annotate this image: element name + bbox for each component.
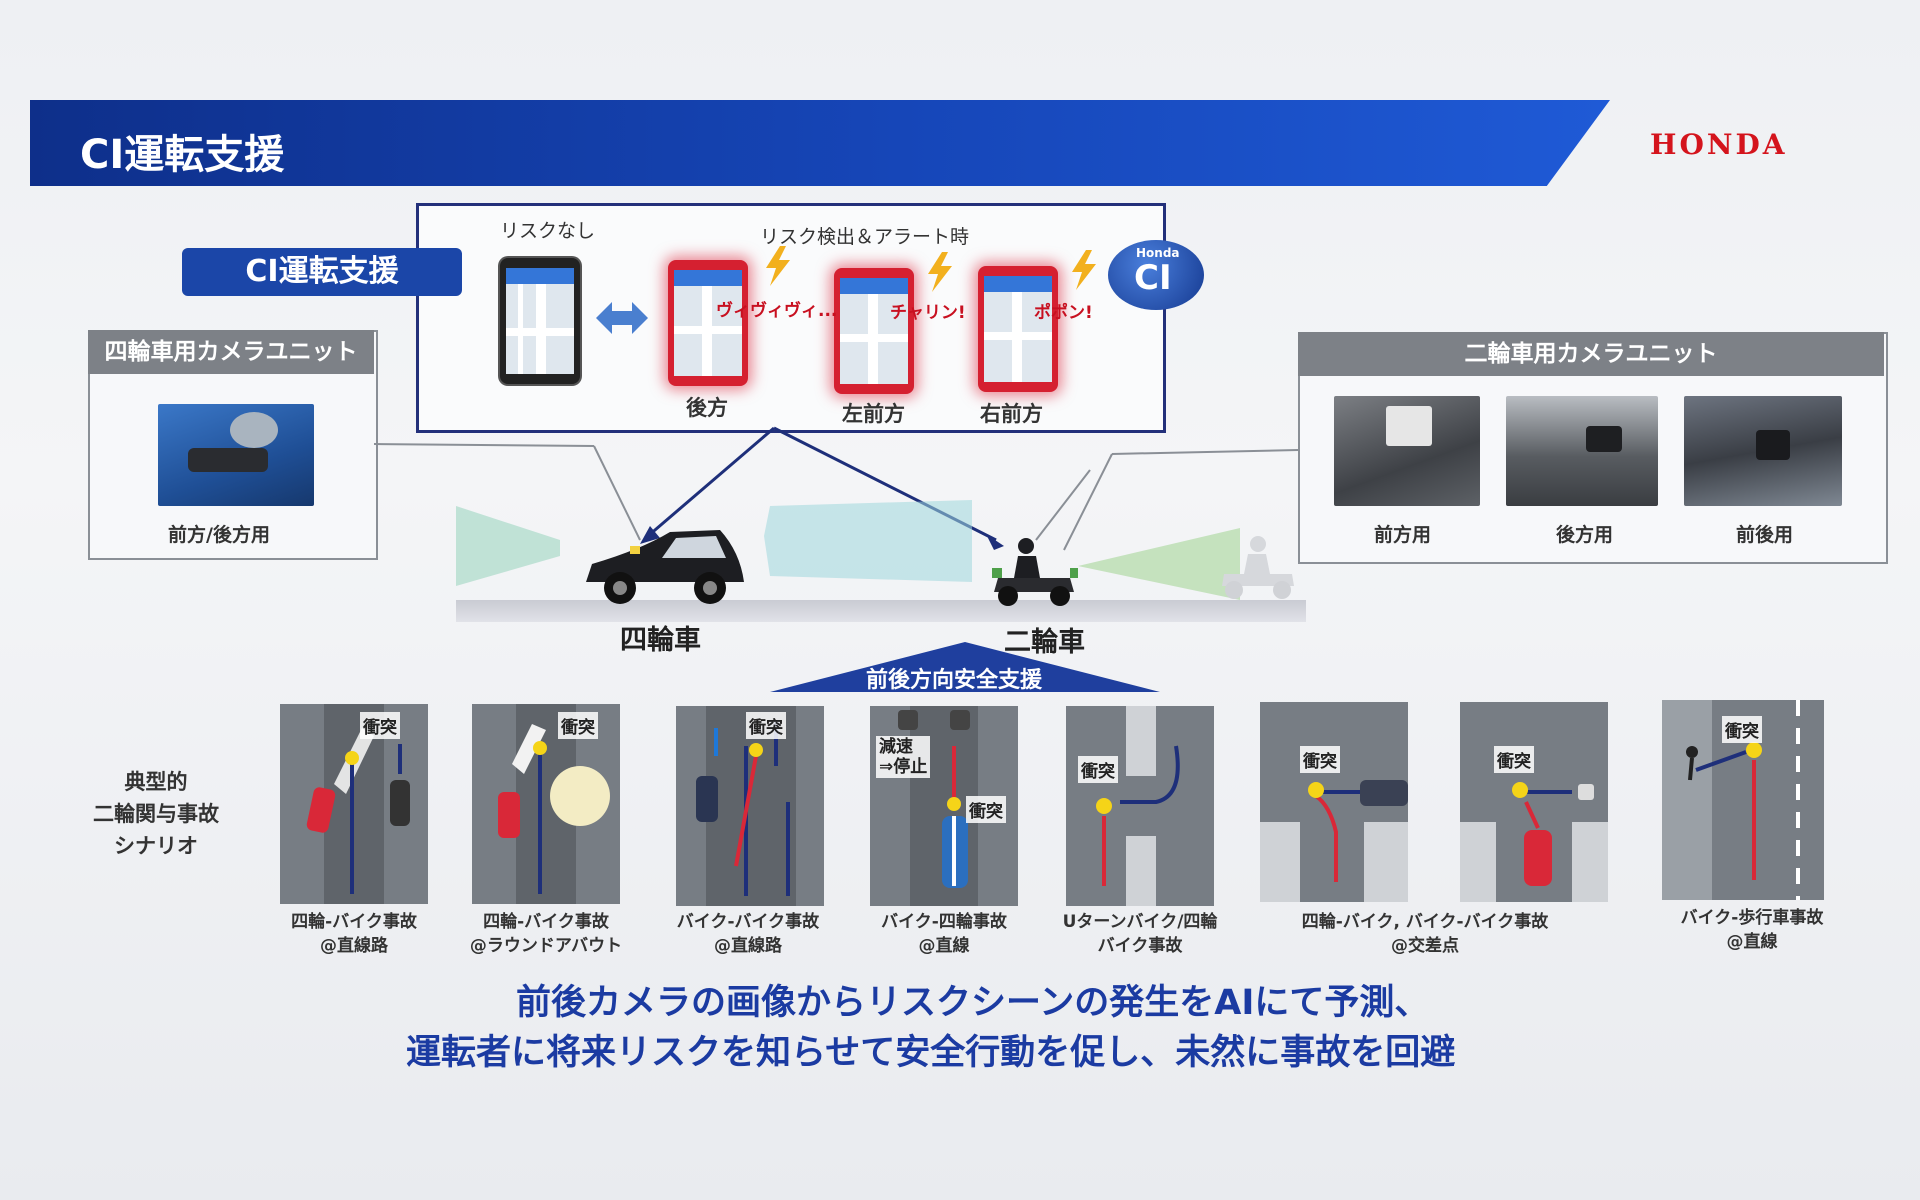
- crash-label: 衝突: [1078, 756, 1118, 783]
- caption-line: @直線路: [714, 936, 782, 956]
- four-wheel-camera-title: 四輪車用カメラユニット: [88, 330, 374, 374]
- crash-label: 衝突: [1722, 716, 1762, 743]
- alert-sound-rear: ヴィヴィヴィ...: [716, 301, 838, 321]
- caption-line: バイク-四輪事故: [881, 912, 1007, 932]
- scenario-title: 典型的 二輪関与事故 シナリオ: [66, 766, 246, 862]
- scenario-caption-6: 四輪-バイク, バイク-バイク事故 @交差点: [1280, 910, 1570, 958]
- scooter-icon: [992, 538, 1078, 606]
- ghost-scooter-icon: [1222, 536, 1294, 599]
- decel-line: ⇒停止: [879, 757, 928, 777]
- scenario-diagram-8: 衝突: [1662, 700, 1824, 900]
- safety-support-label: 前後方向安全支援: [866, 668, 1043, 693]
- direction-rear: 後方: [686, 396, 728, 420]
- scenario-diagram-4: 減速 ⇒停止 衝突: [870, 706, 1018, 906]
- no-risk-label: リスクなし: [500, 220, 596, 242]
- phone-alert-right-front: [978, 266, 1058, 392]
- rear-camera-photo: [1506, 396, 1658, 506]
- caption-line: @ラウンドアバウト: [469, 936, 623, 956]
- caption-line: @直線路: [320, 936, 388, 956]
- scenario-diagram-6: 衝突: [1260, 702, 1408, 902]
- front-rear-camera-caption: 前後用: [1736, 524, 1794, 546]
- summary-line-2: 運転者に将来リスクを知らせて安全行動を促し、未然に事故を回避: [406, 1033, 1456, 1073]
- scenario-caption-5: Uターンバイク/四輪 バイク事故: [1040, 910, 1240, 958]
- badge-brand: Honda: [1136, 246, 1180, 260]
- caption-line: @交差点: [1391, 936, 1459, 956]
- crash-label: 衝突: [1494, 746, 1534, 773]
- scenario-title-line: シナリオ: [114, 834, 198, 858]
- caption-line: 四輪-バイク事故: [483, 912, 609, 932]
- front-rear-camera-photo: [1684, 396, 1842, 506]
- crash-label: 衝突: [966, 796, 1006, 823]
- ci-support-label: CI運転支援: [182, 248, 462, 296]
- scenario-diagram-5: 衝突: [1066, 706, 1214, 906]
- slide-title: CI運転支援: [80, 132, 285, 178]
- scenario-caption-1: 四輪-バイク事故 @直線路: [254, 910, 454, 958]
- four-wheel-camera-photo: [158, 404, 314, 506]
- safety-support-shape: [770, 642, 1160, 692]
- caption-line: 四輪-バイク, バイク-バイク事故: [1301, 912, 1549, 932]
- summary-line-1: 前後カメラの画像からリスクシーンの発生をAIにて予測、: [516, 983, 1430, 1023]
- phone-alert-rear: [668, 260, 748, 386]
- scenario-title-line: 二輪関与事故: [93, 802, 219, 826]
- front-camera-caption: 前方用: [1374, 524, 1432, 546]
- scenario-caption-2: 四輪-バイク事故 @ラウンドアバウト: [446, 910, 646, 958]
- crash-label: 衝突: [360, 712, 400, 739]
- double-arrow-icon: [596, 302, 648, 334]
- bike-label: 二輪車: [1004, 627, 1085, 658]
- rear-camera-caption: 後方用: [1556, 524, 1614, 546]
- scenario-caption-7: バイク-歩行車事故 @直線: [1652, 906, 1852, 954]
- caption-line: バイク-バイク事故: [676, 912, 820, 932]
- scenario-title-line: 典型的: [124, 770, 188, 794]
- scenario-diagram-1: 衝突: [280, 704, 428, 904]
- risk-detect-label: リスク検出＆アラート時: [760, 226, 970, 248]
- road-ground: [456, 600, 1306, 622]
- caption-line: バイク事故: [1097, 936, 1183, 956]
- scenario-diagram-7: 衝突: [1460, 702, 1608, 902]
- caption-line: @直線: [1726, 932, 1778, 952]
- two-wheel-camera-title: 二輪車用カメラユニット: [1298, 332, 1884, 376]
- lightning-icon: [766, 246, 790, 286]
- phone-no-risk: [500, 258, 580, 384]
- direction-right-front: 右前方: [980, 402, 1043, 426]
- caption-line: バイク-歩行車事故: [1680, 908, 1824, 928]
- car-label: 四輪車: [620, 625, 701, 656]
- caption-line: @直線: [918, 936, 970, 956]
- scenario-caption-3: バイク-バイク事故 @直線路: [648, 910, 848, 958]
- car-icon: [586, 530, 744, 604]
- scenario-caption-4: バイク-四輪事故 @直線: [844, 910, 1044, 958]
- alert-sound-right-front: ポポン!: [1034, 303, 1093, 323]
- honda-logo: HONDA: [1650, 128, 1788, 161]
- badge-ci: CI: [1134, 258, 1172, 298]
- crash-label: 衝突: [558, 712, 598, 739]
- alert-sound-left-front: チャリン!: [890, 303, 966, 323]
- crash-label: 衝突: [746, 712, 786, 739]
- front-camera-photo: [1334, 396, 1480, 506]
- scenario-diagram-2: 衝突: [472, 704, 620, 904]
- lightning-icon: [1072, 250, 1096, 290]
- lightning-icon: [928, 252, 952, 292]
- caption-line: Uターンバイク/四輪: [1062, 912, 1218, 932]
- phone-alert-left-front: [834, 268, 914, 394]
- four-wheel-camera-caption: 前方/後方用: [168, 524, 270, 546]
- crash-label: 衝突: [1300, 746, 1340, 773]
- honda-ci-badge: [1108, 240, 1204, 310]
- caption-line: 四輪-バイク事故: [291, 912, 417, 932]
- decel-label: 減速 ⇒停止: [876, 736, 931, 778]
- scene-graphics: [373, 426, 1299, 600]
- header-banner: [30, 100, 1610, 186]
- direction-left-front: 左前方: [842, 402, 905, 426]
- decel-line: 減速: [879, 737, 913, 757]
- scenario-diagram-3: 衝突: [676, 706, 824, 906]
